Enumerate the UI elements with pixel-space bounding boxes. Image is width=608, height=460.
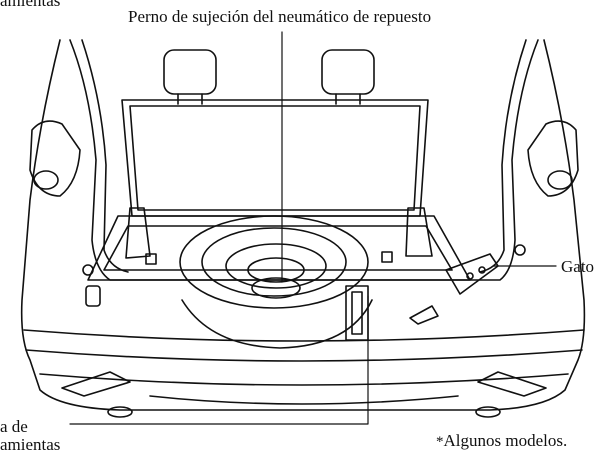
label-spare-tire-bolt: Perno de sujeción del neumático de repue… bbox=[128, 7, 432, 26]
spare-tire bbox=[179, 215, 369, 309]
taillight-right bbox=[514, 120, 579, 256]
label-tool-top-left: amientas bbox=[0, 0, 61, 10]
rear-bumper bbox=[23, 329, 585, 342]
cargo-floor bbox=[87, 215, 471, 281]
leader-toolbox bbox=[69, 295, 369, 425]
footnote: *Algunos modelos. bbox=[436, 432, 567, 451]
footnote-text: Algunos modelos. bbox=[443, 431, 568, 450]
jack bbox=[409, 253, 499, 325]
label-toolbox: a de amientas bbox=[0, 418, 80, 454]
seatback-panel bbox=[121, 99, 429, 217]
hatch-opening bbox=[69, 39, 539, 281]
label-toolbox-line2: amientas bbox=[0, 435, 61, 454]
label-jack: Gato bbox=[561, 257, 595, 276]
headrest-left bbox=[163, 49, 217, 105]
taillight-left bbox=[29, 120, 101, 307]
footnote-asterisk: * bbox=[436, 434, 444, 450]
headrest-right bbox=[321, 49, 375, 105]
label-toolbox-line1: a de bbox=[0, 417, 28, 436]
body-outline bbox=[20, 39, 586, 411]
